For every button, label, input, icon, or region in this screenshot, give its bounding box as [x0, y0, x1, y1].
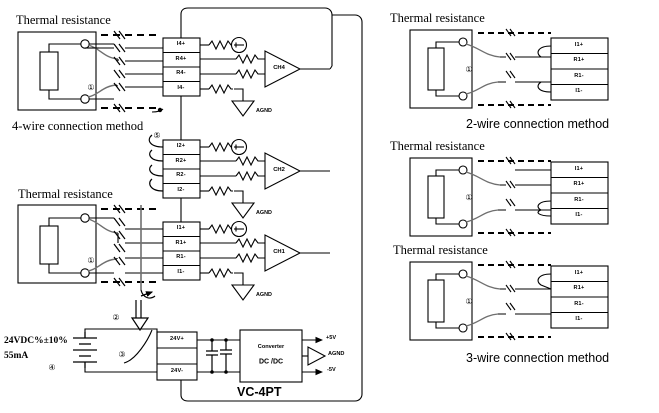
amplifier-label-ch2: CH2: [273, 167, 285, 174]
marker-1-lower: ①: [87, 256, 95, 265]
sensor-box-lower: [17, 204, 97, 284]
agnd-triangle: [307, 346, 327, 366]
terminal-label-i4m: I4-: [177, 85, 185, 92]
terminal-label-i4p: I4+: [176, 41, 186, 48]
ground-symbol-ch1: [230, 284, 256, 301]
rp1-terminal-i1m: I1-: [575, 88, 583, 95]
thermal-resistance-label-4wire: Thermal resistance: [16, 13, 111, 27]
terminal-label-r1p: R1+: [175, 240, 187, 247]
terminal-label-24v-plus: 24V+: [169, 336, 185, 343]
marker-5: ⑤: [153, 131, 161, 140]
converter-label-line2: DC /DC: [258, 358, 284, 366]
agnd-label-ch4: AGND: [256, 108, 272, 114]
thermal-resistance-label-three-wire-a: Thermal resistance: [390, 139, 485, 153]
caption-four-wire: 4-wire connection method: [12, 119, 144, 133]
caption-two-wire: 2-wire connection method: [466, 117, 610, 131]
thermal-resistance-label-three-wire-b: Thermal resistance: [393, 243, 488, 257]
right-panel-three-wire-a: [409, 156, 609, 237]
rail-label-positive: +5V: [326, 335, 337, 341]
dcdc-converter-box: [239, 329, 303, 383]
rp1-terminal-i1p: I1+: [574, 42, 584, 49]
terminal-label-i1p: I1+: [176, 225, 186, 232]
terminal-label-i2p: I2+: [176, 143, 186, 150]
rp3-terminal-r1p: R1+: [573, 285, 585, 292]
terminal-label-r4p: R4+: [175, 56, 187, 63]
rp2-terminal-i1p: I1+: [574, 166, 584, 173]
marker-1-three-wire-b: ①: [465, 297, 473, 306]
resistor-r2p: [235, 155, 261, 167]
resistor-r4m: [235, 68, 261, 80]
jumper-loops-ch2: [148, 134, 164, 192]
resistor-i1m: [208, 267, 233, 279]
module-name-label: VC-4PT: [237, 385, 282, 399]
rp3-terminal-i1m: I1-: [575, 316, 583, 323]
terminal-label-i1m: I1-: [177, 269, 185, 276]
supply-current-label: 55mA: [4, 351, 29, 361]
amplifier-ch1: [259, 234, 330, 272]
thermal-resistance-label-lower: Thermal resistance: [18, 187, 113, 201]
terminal-block-ch4: [162, 37, 201, 97]
ground-symbol-ch4: [230, 100, 256, 117]
rp3-terminal-i1p: I1+: [574, 270, 584, 277]
supply-voltage-label: 24VDC%±10%: [4, 336, 68, 346]
terminal-label-r1m: R1-: [176, 254, 186, 261]
agnd-label-ch1: AGND: [256, 292, 272, 298]
thermal-resistance-label-two-wire: Thermal resistance: [390, 11, 485, 25]
terminal-label-i2m: I2-: [177, 187, 185, 194]
marker-1-three-wire-a: ①: [465, 193, 473, 202]
amplifier-label-ch4: CH4: [273, 65, 285, 72]
right-panel-three-wire-b: [409, 260, 609, 341]
terminal-label-r4m: R4-: [176, 70, 186, 77]
rp1-terminal-r1m: R1-: [574, 73, 584, 80]
capacitor-bank: [206, 340, 232, 372]
resistor-i4m: [208, 83, 233, 95]
rail-label-agnd: AGND: [328, 351, 345, 357]
amplifier-ch2: [259, 152, 330, 190]
terminal-label-r2p: R2+: [175, 158, 187, 165]
resistor-r1m: [235, 252, 261, 264]
converter-label-line1: Converter: [257, 344, 285, 351]
terminal-block-ch2: [162, 139, 201, 199]
agnd-label-ch2: AGND: [256, 210, 272, 216]
rp2-terminal-r1m: R1-: [574, 197, 584, 204]
right-panel-two-wire: [409, 28, 609, 109]
resistor-r4p: [235, 53, 261, 65]
battery-symbol: [73, 332, 97, 368]
marker-2: ②: [112, 313, 120, 322]
rp2-terminal-r1p: R1+: [573, 181, 585, 188]
marker-1-upper: ①: [87, 83, 95, 92]
rp3-terminal-r1m: R1-: [574, 301, 584, 308]
amplifier-ch4: [259, 50, 330, 88]
rail-label-negative: -5V: [327, 367, 336, 373]
amplifier-label-ch1: CH1: [273, 249, 285, 256]
rp1-terminal-r1p: R1+: [573, 57, 585, 64]
terminal-label-r2m: R2-: [176, 172, 186, 179]
resistor-i2m: [208, 185, 233, 197]
marker-4: ④: [48, 363, 56, 372]
resistor-r2m: [235, 170, 261, 182]
caption-three-wire: 3-wire connection method: [466, 351, 610, 365]
rp2-terminal-i1m: I1-: [575, 212, 583, 219]
resistor-i4: [208, 39, 233, 51]
sensor-box-4wire: [17, 31, 97, 111]
resistor-i1: [208, 223, 233, 235]
resistor-i2: [208, 141, 233, 153]
resistor-r1p: [235, 237, 261, 249]
ground-symbol-ch2: [230, 202, 256, 219]
terminal-label-24v-minus: 24V-: [170, 368, 184, 375]
marker-3: ③: [118, 350, 126, 359]
power-terminal-block: [156, 331, 198, 381]
marker-1-two-wire: ①: [465, 65, 473, 74]
